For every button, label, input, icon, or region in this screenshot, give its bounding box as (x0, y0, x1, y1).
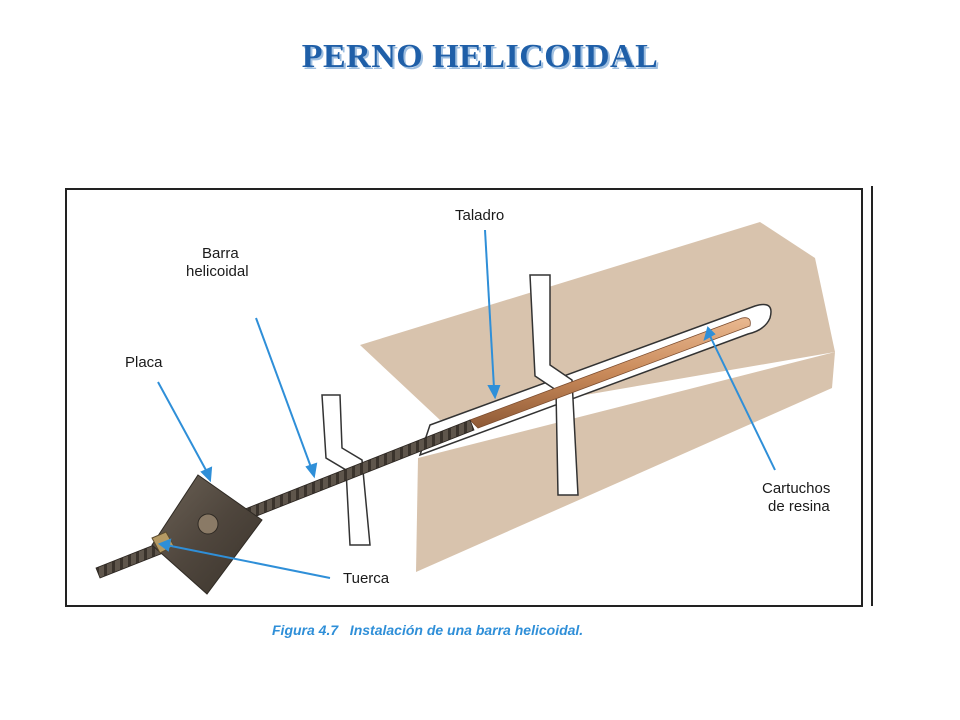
page-title: PERNO HELICOIDAL (301, 38, 659, 75)
figure-caption: Figura 4.7 Instalación de una barra heli… (272, 622, 583, 638)
label-tuerca: Tuerca (343, 570, 390, 587)
label-placa: Placa (125, 354, 163, 371)
leader-lines (157, 229, 776, 579)
plate (151, 474, 263, 595)
figure-frame (65, 186, 873, 607)
rock-mass (360, 222, 835, 572)
label-taladro: Taladro (455, 207, 504, 224)
resin-cartridges (469, 317, 751, 429)
label-helicoidal: helicoidal (186, 263, 249, 280)
label-cartuchos: Cartuchos (762, 480, 830, 497)
label-de-resina: de resina (768, 498, 830, 515)
label-barra: Barra (202, 245, 239, 262)
